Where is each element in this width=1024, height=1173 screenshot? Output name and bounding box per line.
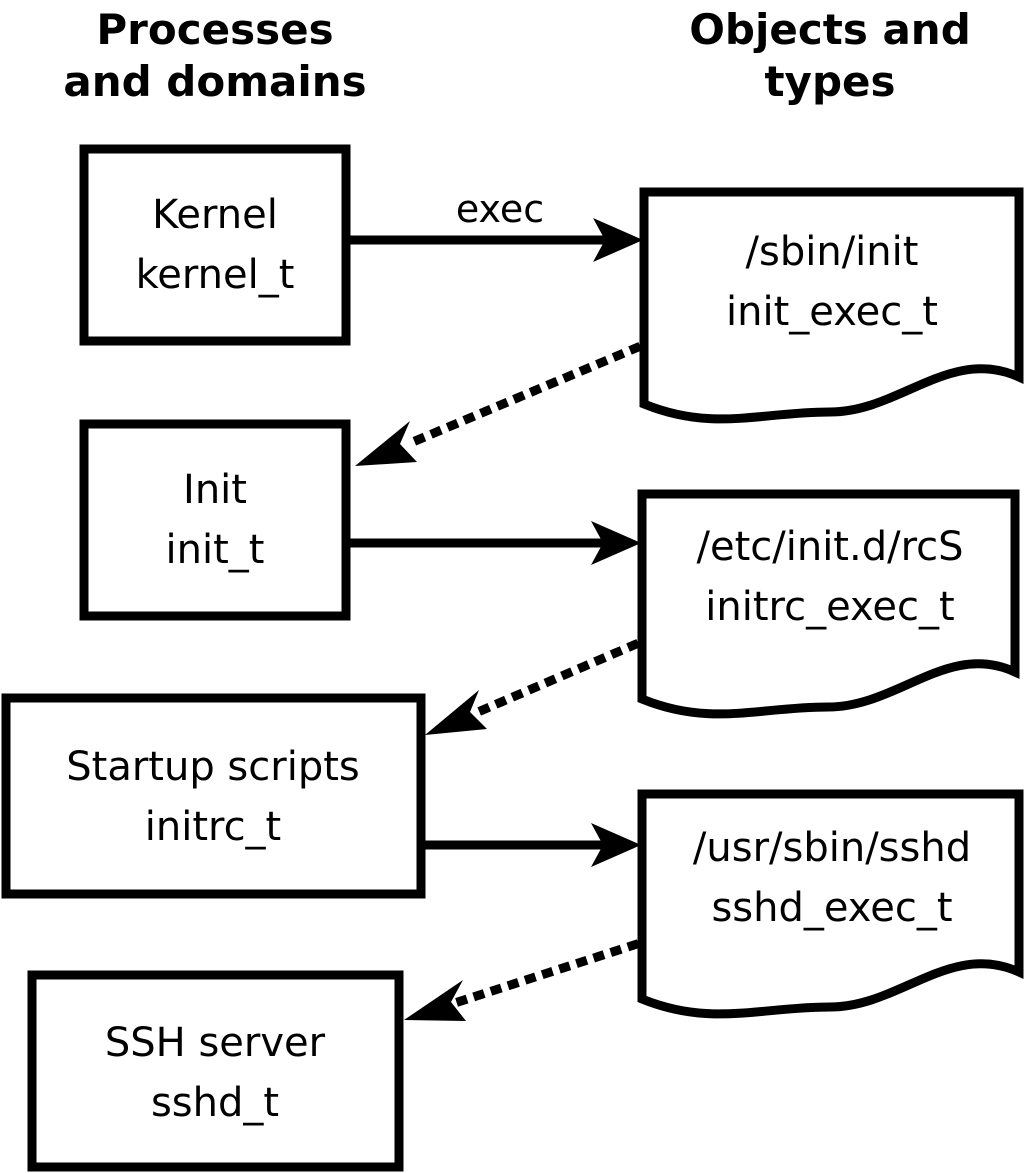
node-sshd_exec-line2: sshd_exec_t [711,885,952,931]
node-sshd_exec-document-shape[interactable] [637,789,1024,1019]
edge-label-exec: exec [456,187,544,231]
edge-line [472,639,640,718]
node-init-line2: init_t [166,527,265,573]
arrow-head-icon [404,980,466,1021]
arrow-head-icon [425,690,487,735]
edge-line [402,342,642,450]
column-header-objects-line2: types [764,57,895,106]
column-header-objects: Objects and types [689,5,971,106]
node-initrc_exec-document-shape[interactable] [637,489,1020,719]
arrow-head-icon [593,218,643,262]
column-header-processes: Processes and domains [63,5,366,106]
node-init-line1: Init [183,467,247,513]
node-initrc-line1: Startup scripts [66,744,359,790]
node-kernel[interactable]: Kernel kernel_t [79,144,351,346]
column-header-objects-line1: Objects and [689,5,971,54]
edge-initrc-exec-sshd_exec [425,823,641,867]
node-initrc_exec[interactable]: /etc/init.d/rcS initrc_exec_t [637,489,1020,719]
node-init_exec-line1: /sbin/init [746,229,919,275]
node-sshd-line2: sshd_t [151,1080,279,1126]
node-kernel-line2: kernel_t [136,252,295,298]
column-header-processes-line1: Processes [96,5,333,54]
node-sshd-line1: SSH server [105,1020,326,1066]
node-initrc-line2: initrc_t [145,804,282,850]
node-init_exec-line2: init_exec_t [726,289,938,335]
node-init-box[interactable] [79,419,351,621]
node-kernel-line1: Kernel [152,192,278,238]
column-header-processes-line2: and domains [63,57,366,106]
node-sshd-box[interactable] [27,970,404,1172]
node-initrc_exec-line2: initrc_exec_t [705,584,954,630]
node-sshd_exec[interactable]: /usr/sbin/sshd sshd_exec_t [637,789,1024,1019]
node-init[interactable]: Init init_t [79,419,351,621]
edge-init_exec-transition-init [355,342,642,466]
arrow-head-icon [591,823,641,867]
edge-kernel-exec-init_exec: exec [350,187,643,262]
node-init_exec[interactable]: /sbin/init init_exec_t [639,187,1024,424]
edge-init-exec-initrc_exec [350,521,641,565]
node-kernel-box[interactable] [79,144,351,346]
node-initrc-box[interactable] [1,693,426,899]
node-init_exec-document-shape[interactable] [639,187,1024,424]
arrow-head-icon [591,521,641,565]
node-sshd[interactable]: SSH server sshd_t [27,970,404,1172]
node-initrc_exec-line1: /etc/init.d/rcS [696,524,963,570]
node-sshd_exec-line1: /usr/sbin/sshd [693,825,971,871]
edge-initrc_exec-transition-initrc [425,639,640,735]
arrow-head-icon [355,421,417,466]
node-initrc[interactable]: Startup scripts initrc_t [1,693,426,899]
edge-sshd_exec-transition-sshd [404,939,640,1021]
edge-line [452,939,640,1008]
